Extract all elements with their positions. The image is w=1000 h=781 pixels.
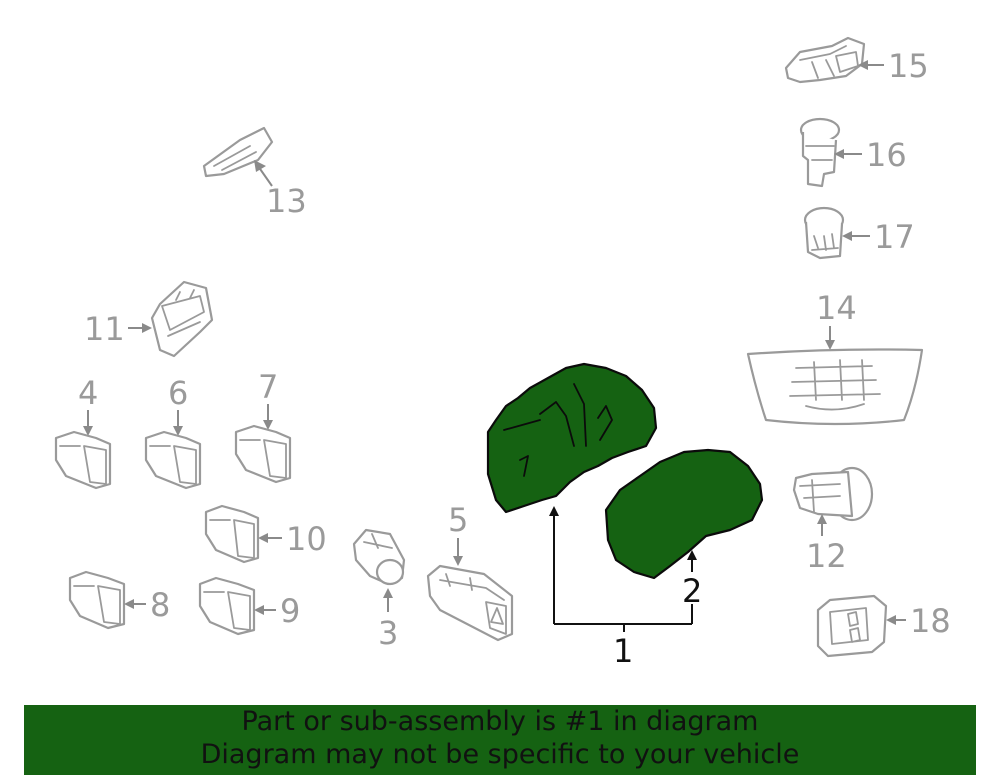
part-17: 17 <box>803 206 915 260</box>
part-7: 7 <box>234 368 292 484</box>
callout-18: 18 <box>910 602 951 640</box>
part-5: 5 <box>426 501 514 642</box>
callout-12: 12 <box>806 537 847 575</box>
part-6: 6 <box>144 374 202 490</box>
info-banner: Part or sub-assembly is #1 in diagram Di… <box>24 705 976 775</box>
callout-4: 4 <box>78 374 98 412</box>
banner-line-1: Part or sub-assembly is #1 in diagram <box>241 706 759 737</box>
callout-15: 15 <box>888 47 929 85</box>
callout-5: 5 <box>448 501 468 539</box>
callout-7: 7 <box>258 368 278 406</box>
callout-13: 13 <box>266 182 307 220</box>
banner-line-2: Diagram may not be specific to your vehi… <box>200 739 800 770</box>
callout-6: 6 <box>168 374 188 412</box>
part-1-instrument-cluster <box>486 362 658 514</box>
part-14: 14 <box>746 289 924 426</box>
callout-10: 10 <box>286 520 327 558</box>
part-2-cluster-lens <box>604 448 764 580</box>
part-10: 10 <box>204 504 327 564</box>
part-8: 8 <box>68 570 170 630</box>
part-11: 11 <box>84 280 214 358</box>
part-15: 15 <box>784 36 929 85</box>
callout-8: 8 <box>150 586 170 624</box>
part-3: 3 <box>352 528 406 652</box>
callout-17: 17 <box>874 218 915 256</box>
part-18: 18 <box>816 594 951 658</box>
leader-1-2: 2 1 <box>549 506 702 670</box>
callout-3: 3 <box>378 614 398 652</box>
callout-9: 9 <box>280 592 300 630</box>
callout-11: 11 <box>84 310 125 348</box>
part-4: 4 <box>54 374 112 490</box>
part-16: 16 <box>799 117 907 188</box>
part-9: 9 <box>198 576 300 636</box>
callout-2: 2 <box>682 572 702 610</box>
callout-16: 16 <box>866 136 907 174</box>
callout-14: 14 <box>816 289 857 327</box>
part-12: 12 <box>792 466 874 575</box>
parts-diagram: 15 16 17 14 12 <box>54 36 951 670</box>
part-13: 13 <box>202 126 307 220</box>
callout-1: 1 <box>613 632 633 670</box>
